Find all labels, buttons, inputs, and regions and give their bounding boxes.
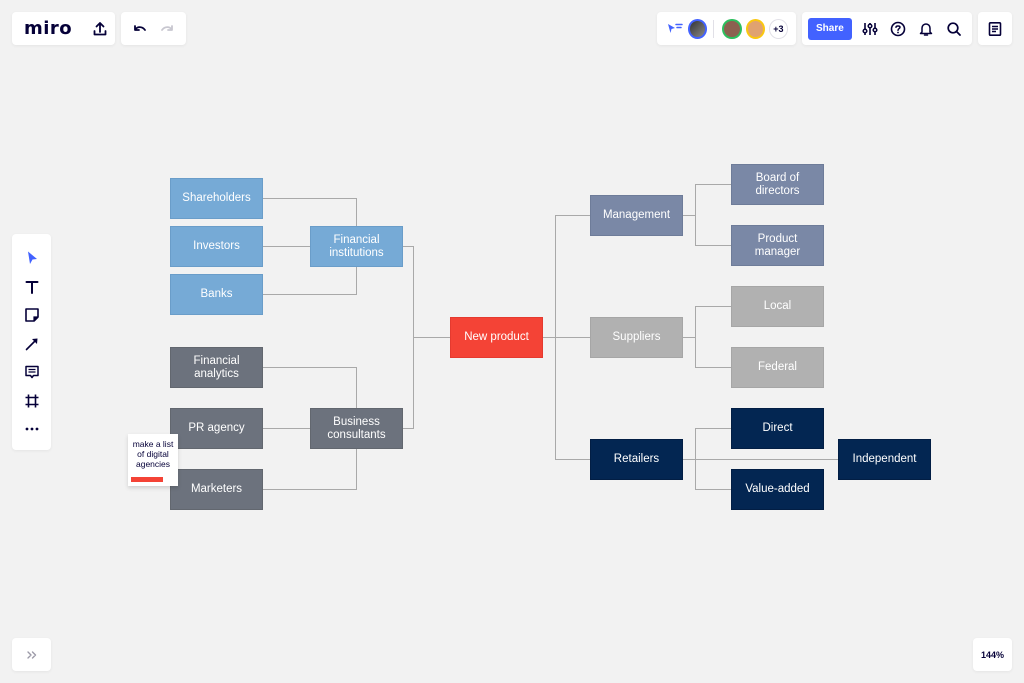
node-direct[interactable]: Direct <box>731 408 824 449</box>
node-board-of-directors[interactable]: Board of directors <box>731 164 824 205</box>
follow-cursor-icon <box>667 23 683 33</box>
more-collaborators-badge[interactable]: +3 <box>768 18 788 39</box>
node-pr-agency[interactable]: PR agency <box>170 408 263 449</box>
notes-button[interactable] <box>983 17 1007 41</box>
undo-button[interactable] <box>128 17 152 41</box>
settings-button[interactable] <box>858 17 882 41</box>
arrow-icon <box>25 338 37 350</box>
avatar-user-2[interactable] <box>722 18 742 39</box>
tool-sticky-note[interactable] <box>20 303 44 327</box>
sticky-note-icon <box>24 308 39 322</box>
follow-cursor-button[interactable] <box>665 17 684 41</box>
tool-arrow[interactable] <box>20 332 44 356</box>
header-left-panel: miro <box>12 12 115 45</box>
sticky-note-text: make a list of digital agencies <box>132 439 174 469</box>
node-business-consultants[interactable]: Business consultants <box>310 408 403 449</box>
sticky-note[interactable]: make a list of digital agencies <box>128 434 178 486</box>
zoom-level-button[interactable]: 144% <box>973 638 1012 671</box>
redo-button[interactable] <box>155 17 179 41</box>
node-suppliers[interactable]: Suppliers <box>590 317 683 358</box>
tool-frame[interactable] <box>20 389 44 413</box>
node-financial-institutions[interactable]: Financial institutions <box>310 226 403 267</box>
chevrons-right-icon <box>26 650 36 659</box>
undo-icon <box>134 24 147 31</box>
tool-more[interactable] <box>20 417 44 441</box>
node-marketers[interactable]: Marketers <box>170 469 263 510</box>
zoom-level: 144% <box>980 649 1005 660</box>
node-management[interactable]: Management <box>590 195 683 236</box>
tool-comment[interactable] <box>20 360 44 384</box>
frame-icon <box>25 394 38 407</box>
node-federal[interactable]: Federal <box>731 347 824 388</box>
search-icon <box>947 21 961 36</box>
help-button[interactable] <box>886 17 910 41</box>
tool-select[interactable] <box>20 246 44 270</box>
node-value-added[interactable]: Value-added <box>731 469 824 510</box>
avatar-user-1[interactable] <box>688 18 708 39</box>
node-retailers[interactable]: Retailers <box>590 439 683 480</box>
more-dots-icon <box>25 427 38 431</box>
left-toolbar <box>12 234 51 450</box>
avatar-user-3[interactable] <box>745 18 765 39</box>
collaborators-panel: +3 <box>657 12 796 45</box>
miro-logo[interactable]: miro <box>24 18 73 39</box>
node-banks[interactable]: Banks <box>170 274 263 315</box>
notes-icon <box>988 21 1002 36</box>
node-shareholders[interactable]: Shareholders <box>170 178 263 219</box>
undo-redo-panel <box>121 12 186 45</box>
comment-icon <box>24 365 39 379</box>
tool-text[interactable] <box>20 275 44 299</box>
divider <box>713 19 715 38</box>
node-product-manager[interactable]: Product manager <box>731 225 824 266</box>
text-icon <box>25 280 38 294</box>
help-icon <box>890 21 906 36</box>
sticky-note-tag[interactable] <box>131 477 163 482</box>
expand-panel-button[interactable] <box>12 638 51 671</box>
node-local[interactable]: Local <box>731 286 824 327</box>
node-investors[interactable]: Investors <box>170 226 263 267</box>
node-new-product[interactable]: New product <box>450 317 543 358</box>
notifications-button[interactable] <box>914 17 938 41</box>
node-financial-analytics[interactable]: Financial analytics <box>170 347 263 388</box>
sliders-icon <box>862 22 878 35</box>
notes-panel <box>978 12 1012 45</box>
node-independent[interactable]: Independent <box>838 439 931 480</box>
select-cursor-icon <box>27 251 37 264</box>
upload-button[interactable] <box>92 17 108 41</box>
share-button[interactable]: Share <box>808 17 852 40</box>
share-tools-panel: Share <box>802 12 972 45</box>
upload-icon <box>93 21 107 35</box>
bell-icon <box>919 22 933 36</box>
redo-icon <box>160 24 173 31</box>
search-button[interactable] <box>942 17 966 41</box>
